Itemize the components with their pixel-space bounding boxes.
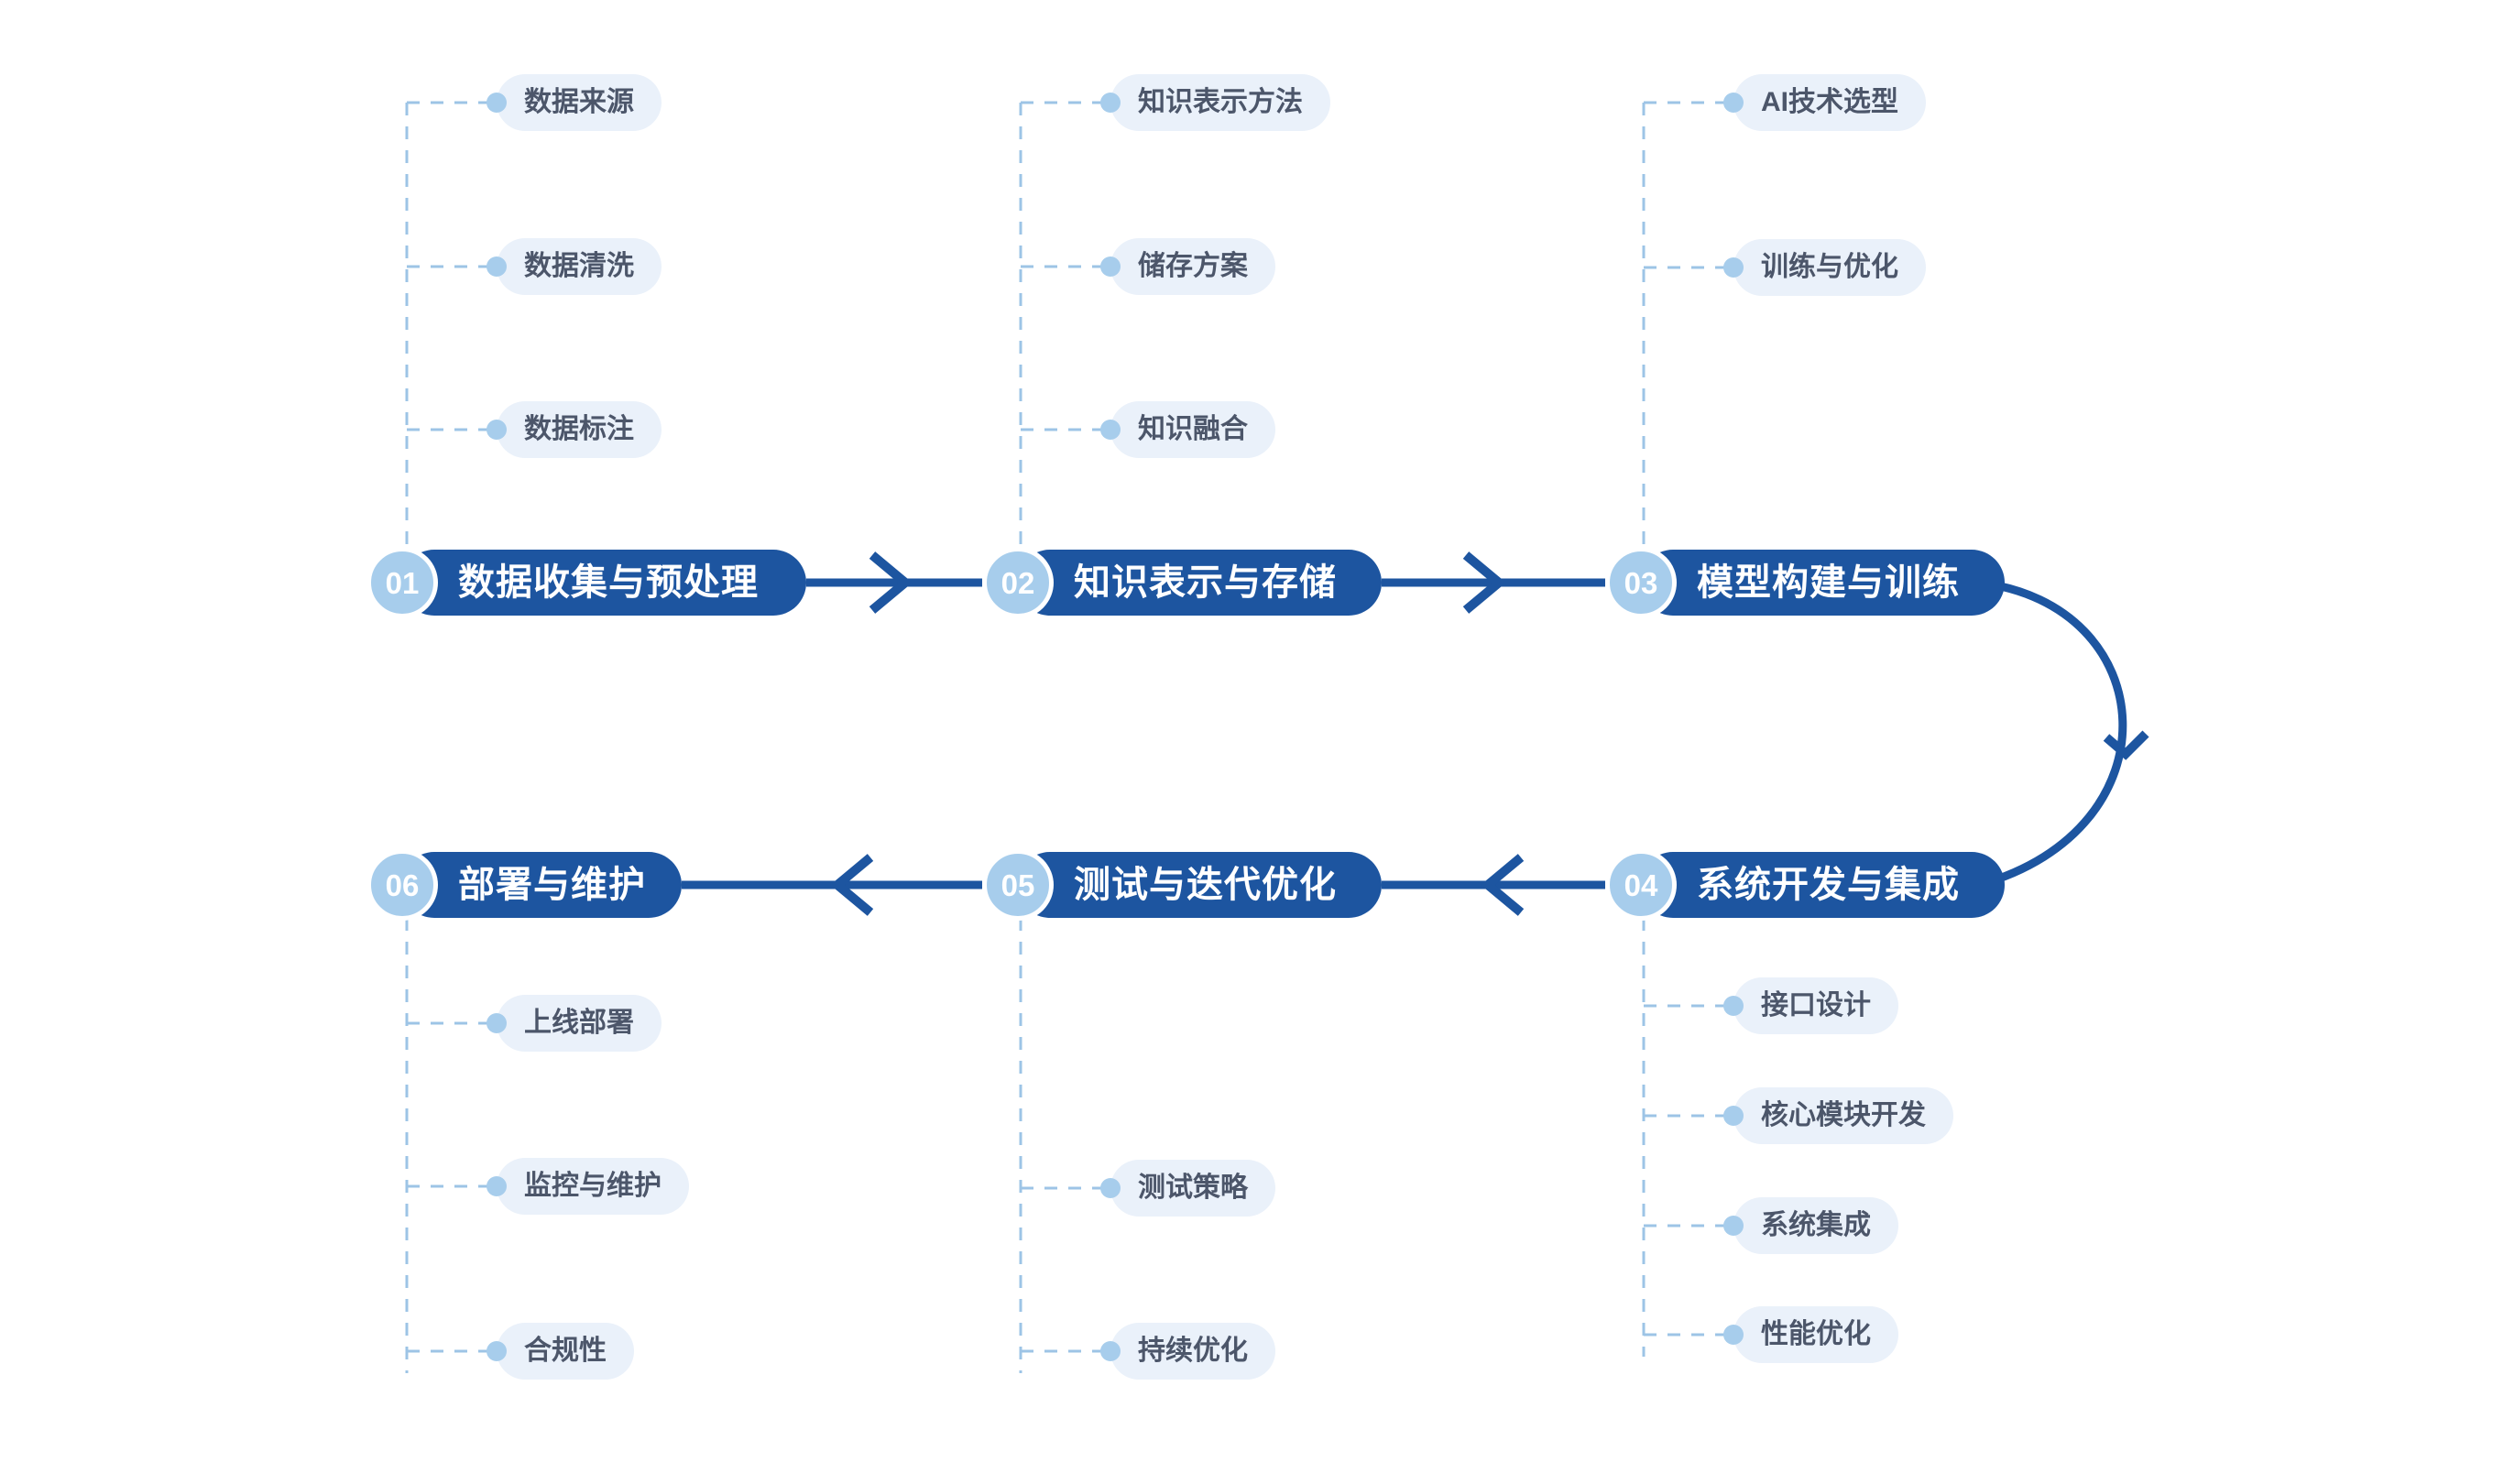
branch-dot-icon — [487, 256, 507, 277]
sub-item-label: 测试策略 — [1138, 1173, 1248, 1203]
sub-item-label: 知识表示方法 — [1138, 87, 1303, 117]
stage-node-03[interactable]: 模型构建与训练 03 — [1605, 547, 2005, 618]
branch-dot-icon — [487, 1013, 507, 1033]
dashed-branch-group-01 — [405, 101, 489, 550]
stage-badge-04: 04 — [1605, 849, 1677, 921]
stage-title-02: 知识表示与存储 — [1074, 562, 1337, 603]
stage-pill-03[interactable]: 模型构建与训练 — [1640, 550, 2005, 616]
arrowhead-04-to-05 — [1481, 854, 1525, 916]
sub-item-knowledge-representation[interactable]: 知识表示方法 — [1100, 74, 1330, 131]
dashed-branch-group-04 — [1642, 918, 1726, 1357]
sub-item-data-cleaning[interactable]: 数据清洗 — [487, 238, 662, 295]
branch-dot-icon — [1723, 1216, 1744, 1236]
sub-item-knowledge-fusion[interactable]: 知识融合 — [1100, 401, 1275, 458]
sub-item-label: 训练与优化 — [1761, 252, 1898, 282]
stage-node-05[interactable]: 测试与迭代优化 05 — [982, 849, 1382, 921]
branch-dot-icon — [487, 420, 507, 440]
sub-item-label: 持续优化 — [1138, 1336, 1248, 1366]
sub-item-label: 数据标注 — [524, 414, 634, 444]
sub-item-label: 数据来源 — [524, 87, 634, 117]
branch-dot-icon — [1100, 256, 1121, 277]
arrowhead-05-to-06 — [830, 854, 874, 916]
sub-item-label: 接口设计 — [1761, 990, 1871, 1020]
branch-dot-icon — [1100, 1178, 1121, 1198]
stage-pill-06[interactable]: 部署与维护 — [401, 852, 682, 918]
sub-item-label: 系统集成 — [1761, 1210, 1871, 1240]
sub-item-interface-design[interactable]: 接口设计 — [1723, 977, 1898, 1034]
sub-item-monitoring-maintenance[interactable]: 监控与维护 — [487, 1158, 689, 1215]
branch-dot-icon — [487, 1176, 507, 1196]
stage-number-03: 03 — [1624, 565, 1658, 600]
stage-node-02[interactable]: 知识表示与存储 02 — [982, 547, 1382, 618]
sub-item-data-source[interactable]: 数据来源 — [487, 74, 662, 131]
sub-item-storage-solution[interactable]: 储存方案 — [1100, 238, 1275, 295]
stage-number-06: 06 — [385, 867, 420, 902]
sub-item-ai-tech-selection[interactable]: AI技术选型 — [1723, 74, 1926, 131]
stage-title-05: 测试与迭代优化 — [1074, 865, 1337, 905]
stage-node-04[interactable]: 系统开发与集成 04 — [1605, 849, 2005, 921]
stage-title-06: 部署与维护 — [458, 865, 646, 905]
dashed-branch-group-03 — [1642, 101, 1726, 550]
branch-dot-icon — [1723, 257, 1744, 278]
branch-dot-icon — [1723, 1106, 1744, 1126]
stage-badge-06: 06 — [366, 849, 438, 921]
sub-item-training-optimization[interactable]: 训练与优化 — [1723, 239, 1926, 296]
branch-dot-icon — [1100, 420, 1121, 440]
stage-badge-02: 02 — [982, 547, 1054, 618]
sub-item-compliance[interactable]: 合规性 — [487, 1323, 634, 1380]
sub-item-label: 合规性 — [524, 1336, 607, 1366]
stage-pill-04[interactable]: 系统开发与集成 — [1640, 852, 2005, 918]
stage-badge-03: 03 — [1605, 547, 1677, 618]
branch-dot-icon — [487, 93, 507, 113]
dashed-branch-group-05 — [1019, 918, 1103, 1373]
stage-node-01[interactable]: 数据收集与预处理 01 — [366, 547, 806, 618]
sub-item-label: 储存方案 — [1138, 251, 1248, 281]
sub-item-label: 上线部署 — [524, 1008, 634, 1038]
branch-dot-icon — [1100, 93, 1121, 113]
sub-item-label: 知识融合 — [1138, 414, 1248, 444]
sub-item-performance-optimization[interactable]: 性能优化 — [1723, 1306, 1898, 1363]
arrowhead-02-to-03 — [1462, 551, 1506, 614]
arrowhead-01-to-02 — [869, 551, 913, 614]
dashed-branch-group-06 — [405, 918, 489, 1373]
stage-pill-02[interactable]: 知识表示与存储 — [1017, 550, 1382, 616]
sub-item-label: 性能优化 — [1761, 1319, 1871, 1349]
sub-item-label: 核心模块开发 — [1761, 1100, 1926, 1130]
stage-pill-01[interactable]: 数据收集与预处理 — [401, 550, 806, 616]
stage-badge-05: 05 — [982, 849, 1054, 921]
sub-item-label: AI技术选型 — [1761, 87, 1898, 117]
stage-title-04: 系统开发与集成 — [1697, 865, 1960, 905]
arrowhead-03-to-04 — [2103, 730, 2149, 760]
branch-dot-icon — [1723, 996, 1744, 1016]
branch-dot-icon — [1723, 1325, 1744, 1345]
stage-node-06[interactable]: 部署与维护 06 — [366, 849, 682, 921]
sub-item-system-integration[interactable]: 系统集成 — [1723, 1197, 1898, 1254]
stage-title-03: 模型构建与训练 — [1697, 562, 1960, 603]
branch-dot-icon — [1723, 93, 1744, 113]
sub-item-test-strategy[interactable]: 测试策略 — [1100, 1160, 1275, 1217]
stage-number-04: 04 — [1624, 867, 1658, 902]
sub-item-core-module-development[interactable]: 核心模块开发 — [1723, 1087, 1953, 1144]
sub-item-label: 数据清洗 — [524, 251, 634, 281]
stage-number-01: 01 — [385, 565, 420, 600]
stage-title-01: 数据收集与预处理 — [458, 562, 759, 603]
branch-dot-icon — [1100, 1341, 1121, 1361]
sub-item-go-live-deployment[interactable]: 上线部署 — [487, 995, 662, 1052]
stage-number-02: 02 — [1000, 565, 1035, 600]
sub-item-label: 监控与维护 — [524, 1171, 662, 1201]
sub-item-data-labeling[interactable]: 数据标注 — [487, 401, 662, 458]
dashed-branch-group-02 — [1019, 101, 1103, 550]
connector-03-to-04 — [1977, 578, 2127, 889]
sub-item-continuous-optimization[interactable]: 持续优化 — [1100, 1323, 1275, 1380]
stage-badge-01: 01 — [366, 547, 438, 618]
branch-dot-icon — [487, 1341, 507, 1361]
stage-pill-05[interactable]: 测试与迭代优化 — [1017, 852, 1382, 918]
stage-number-05: 05 — [1000, 867, 1035, 902]
